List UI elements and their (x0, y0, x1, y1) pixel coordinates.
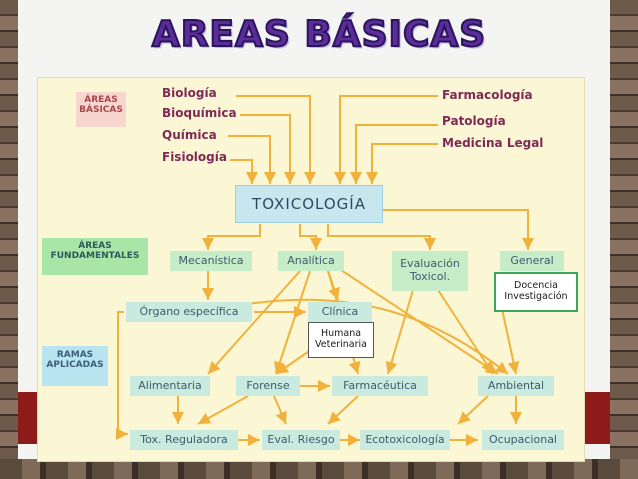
arrow-to-analitica (299, 224, 322, 250)
arrow-to-evaluacion (327, 224, 436, 250)
node-ocupacional: Ocupacional (482, 430, 564, 450)
label-areas-basicas: ÁREAS BÁSICAS (76, 92, 126, 127)
arrow-farmaceutica-evalriesgo (327, 395, 359, 425)
node-toxicologia: TOXICOLOGÍA (235, 185, 383, 223)
node-alimentaria: Alimentaria (130, 376, 210, 396)
arrow-quimica (228, 135, 276, 184)
node-mecanistica: Mecanística (170, 251, 252, 271)
arrow-analitica-alimentaria (207, 270, 301, 375)
arrow-fisiologia (230, 159, 258, 184)
source-patologia: Patología (442, 114, 506, 128)
source-bioquimica: Bioquímica (162, 106, 237, 120)
arrow-analitica-forense (274, 270, 311, 375)
arrow-ambiental-ecotox (457, 395, 489, 425)
node-organo-especifica: Órgano específica (126, 302, 252, 322)
source-medicina-legal: Medicina Legal (442, 136, 544, 150)
arrow-organo-toxreg (116, 311, 128, 440)
arrow-to-general (383, 209, 534, 250)
source-quimica: Química (162, 128, 217, 142)
source-fisiologia: Fisiología (162, 150, 227, 164)
brick-wall-right (610, 0, 638, 479)
arrow-biologia (236, 95, 316, 184)
arrow-eval-farmaceutica (385, 289, 414, 375)
node-forense: Forense (236, 376, 300, 396)
label-ramas-aplicadas: RAMAS APLICADAS (42, 346, 108, 386)
arrow-eval-ambiental (437, 289, 494, 375)
arrow-to-mecanistica (202, 224, 261, 250)
node-general-sub: Docencia Investigación (494, 272, 578, 312)
brick-wall-left (0, 0, 18, 479)
node-farmaceutica: Farmacéutica (332, 376, 428, 396)
brick-strip-bottom (0, 459, 638, 479)
toxicology-diagram: ÁREAS BÁSICAS ÁREAS FUNDAMENTALES RAMAS … (37, 77, 585, 462)
node-tox-reguladora: Tox. Reguladora (130, 430, 238, 450)
arrow-organo-ambiental (247, 298, 509, 375)
node-clinica-sub: Humana Veterinaria (308, 322, 374, 358)
slide-title: AREAS BÁSICAS (151, 13, 487, 56)
general-investigacion: Investigación (504, 291, 568, 302)
node-ecotoxicologia: Ecotoxicología (360, 430, 450, 450)
arrow-bioquimica (240, 114, 296, 184)
source-farmacologia: Farmacología (442, 88, 533, 102)
arrow-farmacologia (334, 95, 438, 184)
node-evaluacion: Evaluación Toxicol. (392, 251, 468, 291)
arrow-patologia (350, 124, 438, 184)
node-clinica: Clínica (308, 302, 372, 322)
arrow-forense-evalriesgo (273, 395, 287, 425)
node-analitica: Analítica (278, 251, 344, 271)
clinica-humana: Humana (320, 328, 362, 340)
node-eval-riesgo: Eval. Riesgo (262, 430, 340, 450)
node-general: General (500, 251, 564, 271)
arrow-medicina-legal (366, 143, 438, 184)
label-areas-fundamentales: ÁREAS FUNDAMENTALES (42, 238, 148, 275)
source-biologia: Biología (162, 86, 217, 100)
general-docencia: Docencia (514, 280, 558, 292)
arrow-forense-toxreg (197, 395, 249, 425)
clinica-veterinaria: Veterinaria (315, 339, 367, 350)
node-ambiental: Ambiental (478, 376, 554, 396)
